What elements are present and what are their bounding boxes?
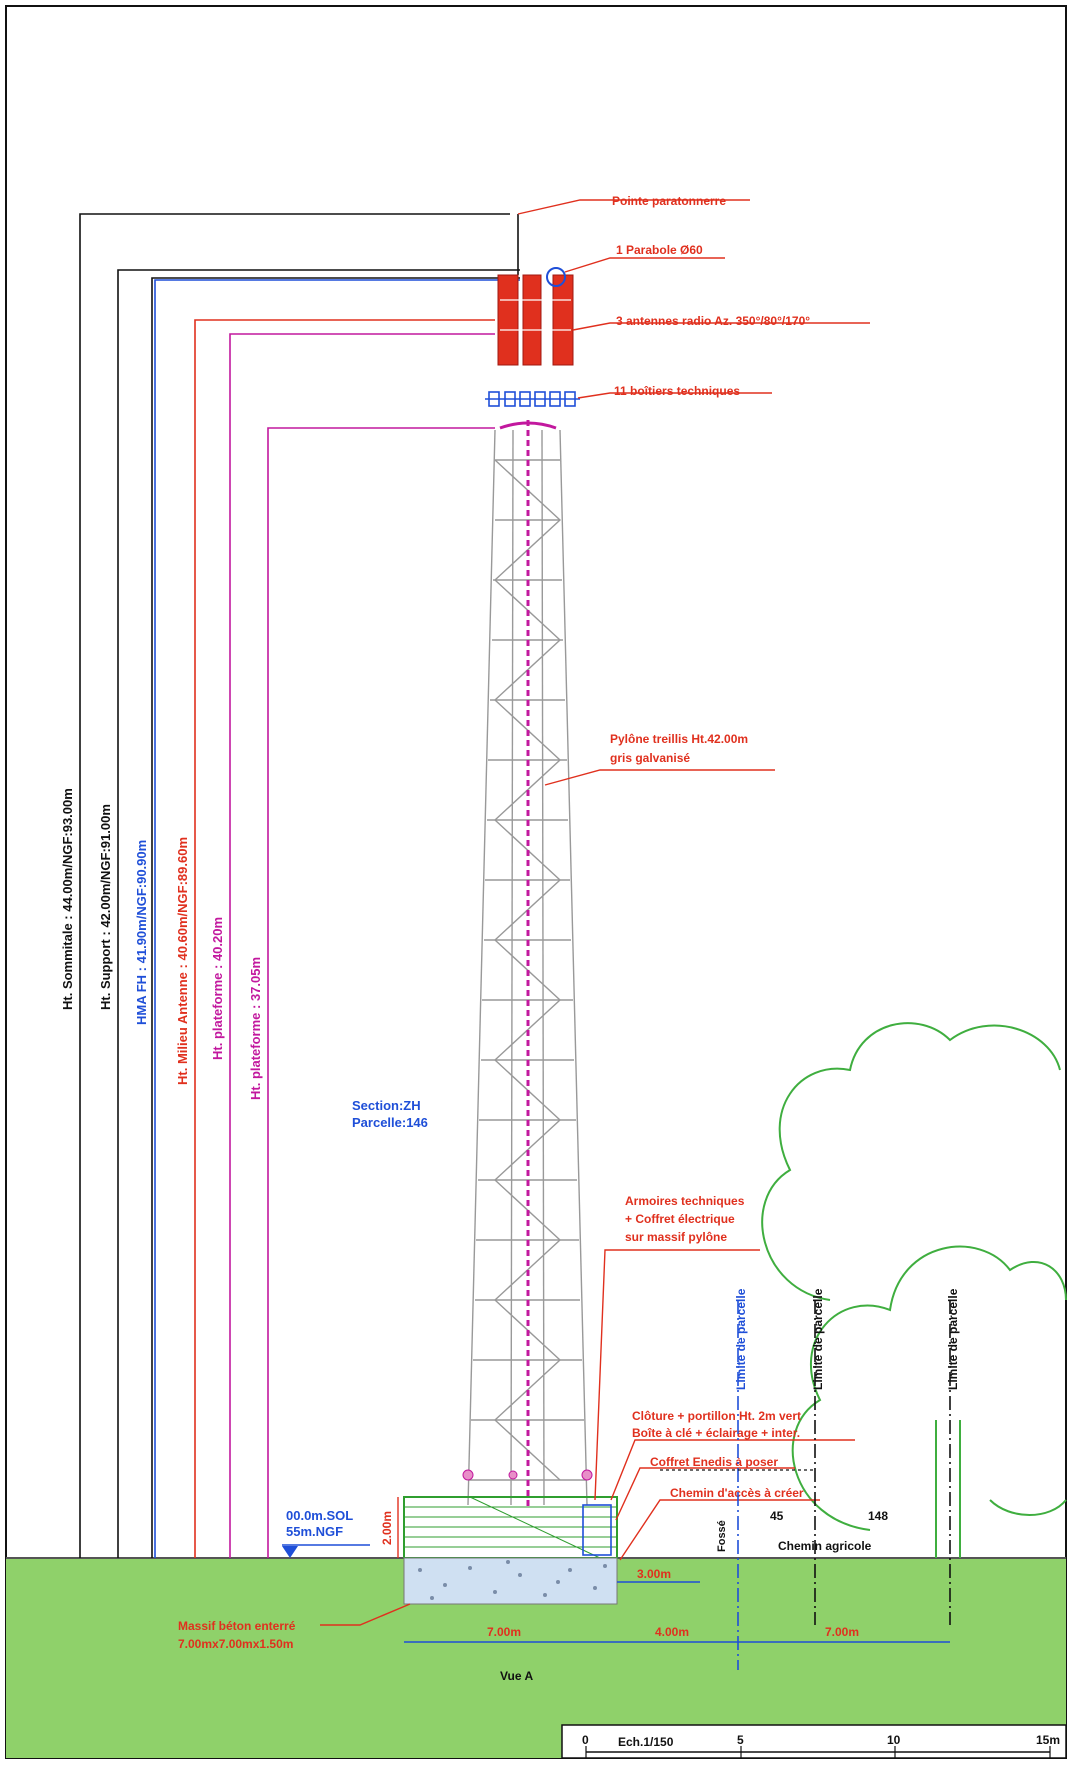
callout-boitiers: 11 boîtiers techniques (614, 384, 740, 398)
parabola-dish (546, 267, 566, 287)
height-dimension-lines (79, 213, 520, 1558)
limit-label-1: Limite de parcelle (734, 1288, 748, 1390)
scale-tick-15: 15m (1036, 1733, 1060, 1747)
limit-label-2: Limite de parcelle (811, 1288, 825, 1390)
callout-antennes: 3 antennes radio Az. 350°/80°/170° (616, 314, 810, 328)
callout-cloture-line2: Boîte à clé + éclairage + inter. (632, 1426, 800, 1440)
callout-pylone-line1: Pylône treillis Ht.42.00m (610, 732, 748, 746)
parcel-45: 45 (770, 1509, 784, 1523)
fosse-label: Fossé (716, 1520, 728, 1552)
tree-illustration (761, 1022, 1067, 1558)
parcel-148: 148 (868, 1509, 888, 1523)
drawing-frame (5, 5, 1067, 1759)
technical-boxes (485, 391, 580, 407)
view-label: Vue A (500, 1669, 533, 1683)
parcel-limit-lines (737, 1300, 951, 1670)
callout-pylone-line2: gris galvanisé (610, 751, 690, 765)
parcel-label: Parcelle:146 (352, 1115, 428, 1130)
scale-tick-5: 5 (737, 1733, 744, 1747)
callout-massif-line1: Massif béton enterré (178, 1619, 296, 1633)
bottom-dimension-lines (404, 1581, 950, 1643)
fence-height-label: 2.00m (380, 1511, 394, 1545)
ground-level-sol: 00.0m.SOL (286, 1508, 353, 1523)
height-label-hma: HMA FH : 41.90m/NGF:90.90m (134, 840, 149, 1025)
dim-300: 3.00m (637, 1567, 671, 1581)
radio-antennas (497, 274, 574, 366)
scale-label: Ech.1/150 (618, 1735, 674, 1749)
concrete-foundation (403, 1557, 618, 1605)
antenna-brackets (500, 299, 571, 331)
callout-parabole: 1 Parabole Ø60 (616, 243, 703, 257)
callout-cloture-line1: Clôture + portillon Ht. 2m vert (632, 1409, 801, 1423)
limit-label-3: Limite de parcelle (946, 1288, 960, 1390)
callout-armoires-line1: Armoires techniques (625, 1194, 745, 1208)
platform-mark (499, 421, 557, 430)
ground-level-ngf: 55m.NGF (286, 1524, 343, 1539)
height-label-support: Ht. Support : 42.00m/NGF:91.00m (98, 804, 113, 1010)
scale-tick-10: 10 (887, 1733, 901, 1747)
callout-paratonnerre: Pointe paratonnerre (612, 194, 726, 208)
foundation-texture (418, 1560, 607, 1600)
ground-level-marker (282, 1546, 298, 1558)
chemin-agricole: Chemin agricole (778, 1539, 872, 1553)
callout-enedis: Coffret Enedis à poser (650, 1455, 778, 1469)
callout-leaders (320, 199, 870, 1626)
callout-massif-line2: 7.00mx7.00mx1.50m (178, 1637, 293, 1651)
scale-tick-0: 0 (582, 1733, 589, 1747)
callout-armoires-line3: sur massif pylône (625, 1230, 727, 1244)
section-label: Section:ZH (352, 1098, 421, 1113)
height-label-plateforme-1: Ht. plateforme : 40.20m (210, 917, 225, 1060)
fence-mesh (404, 1496, 617, 1559)
dim-700-left: 7.00m (487, 1625, 521, 1639)
dim-400: 4.00m (655, 1625, 689, 1639)
callout-chemin-acces: Chemin d'accès à créer (670, 1486, 804, 1500)
height-label-milieu: Ht. Milieu Antenne : 40.60m/NGF:89.60m (175, 837, 190, 1085)
tower-feet (462, 1469, 593, 1481)
height-label-sommitale: Ht. Sommitale : 44.00m/NGF:93.00m (60, 788, 75, 1010)
height-label-plateforme-2: Ht. plateforme : 37.05m (248, 957, 263, 1100)
dim-700-right: 7.00m (825, 1625, 859, 1639)
technical-cabinet (582, 1504, 612, 1556)
scale-bar-ticks (585, 1746, 1051, 1758)
callout-armoires-line2: + Coffret électrique (625, 1212, 735, 1226)
